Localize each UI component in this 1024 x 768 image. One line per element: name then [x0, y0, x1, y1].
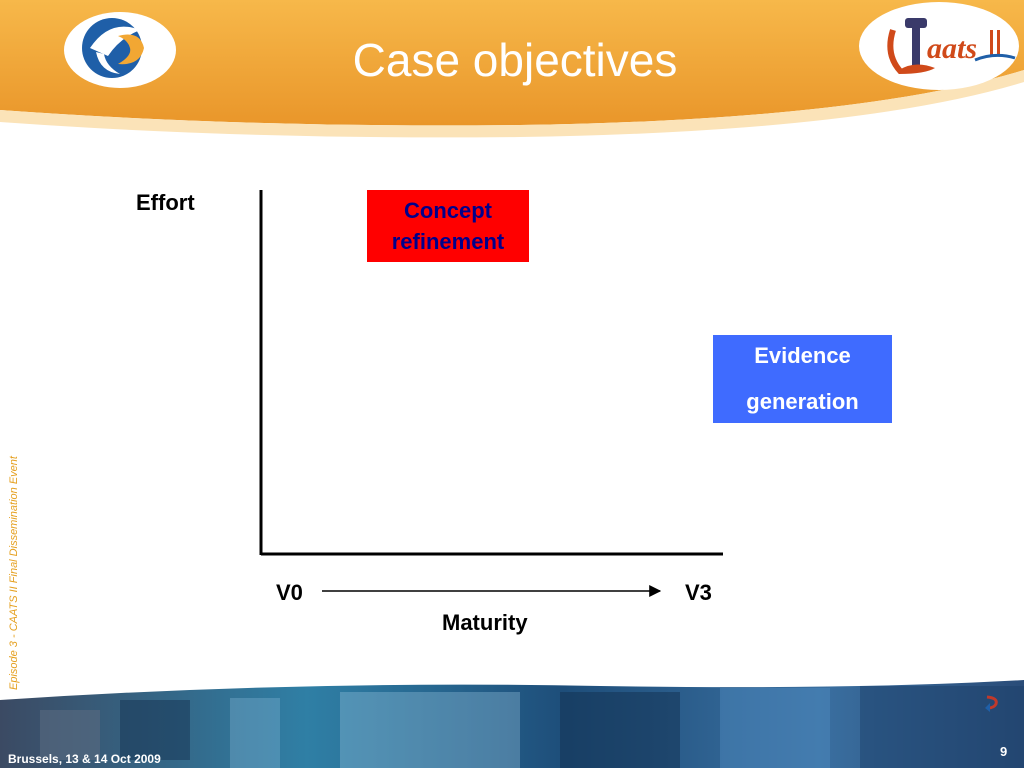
header-banner: Case objectives aats: [0, 0, 1024, 140]
footer-event-text: Brussels, 13 & 14 Oct 2009: [8, 752, 161, 766]
evidence-box-line1: Evidence: [754, 343, 851, 368]
episode-3-logo: [60, 8, 180, 88]
page-title: Case objectives: [352, 34, 678, 86]
y-axis-label: Effort: [136, 190, 195, 215]
header-background: [0, 0, 1024, 138]
evidence-generation-box: Evidence generation: [713, 335, 892, 423]
x-end-label: V3: [685, 580, 712, 605]
page-number: 9: [1000, 744, 1008, 759]
return-arrow-icon[interactable]: [982, 694, 1002, 714]
evidence-box-line2: generation: [746, 389, 859, 414]
concept-box-line1: Concept: [404, 198, 492, 223]
x-start-label: V0: [276, 580, 303, 605]
caats-ii-logo: aats: [855, 0, 1020, 95]
footer-banner: [0, 680, 1024, 768]
side-caption: Episode 3 - CAATS II Final Dissemination…: [8, 456, 20, 690]
x-axis-label: Maturity: [442, 610, 528, 635]
svg-text:aats: aats: [927, 32, 977, 65]
concept-refinement-box: Concept refinement: [367, 190, 529, 262]
concept-box-line2: refinement: [391, 229, 505, 254]
